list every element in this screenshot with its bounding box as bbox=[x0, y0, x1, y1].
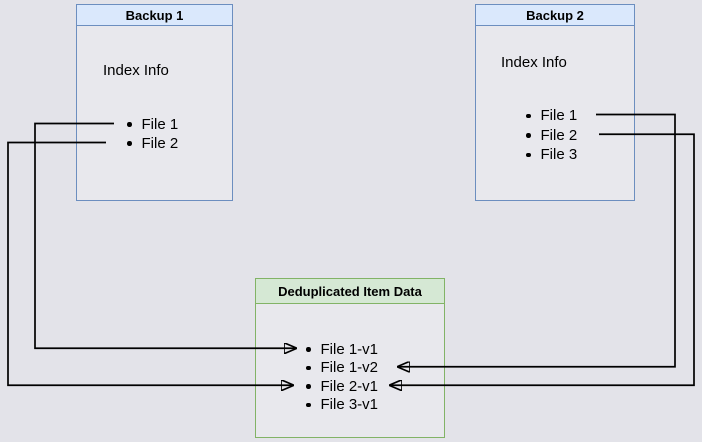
list-item: File 2 bbox=[526, 126, 577, 146]
backup2-box: Backup 2 Index Info File 1 File 2 File 3 bbox=[475, 4, 635, 201]
backup1-title: Backup 1 bbox=[77, 5, 232, 26]
backup2-title: Backup 2 bbox=[476, 5, 634, 26]
list-item-label: File 1 bbox=[141, 116, 179, 133]
bullet-icon bbox=[127, 122, 132, 127]
backup1-box: Backup 1 Index Info File 1 File 2 bbox=[76, 4, 233, 201]
list-item-label: File 2-v1 bbox=[320, 377, 379, 395]
backup2-index-info-label: Index Info bbox=[501, 54, 567, 71]
bullet-icon bbox=[306, 402, 311, 407]
list-item-label: File 2 bbox=[141, 135, 179, 152]
bullet-icon bbox=[526, 133, 531, 138]
list-item-label: File 3 bbox=[540, 146, 578, 164]
dedup-title: Deduplicated Item Data bbox=[256, 279, 444, 304]
list-item-label: File 2 bbox=[540, 126, 578, 144]
list-item: File 1-v1 bbox=[306, 340, 378, 359]
list-item: File 1-v2 bbox=[306, 359, 378, 378]
list-item-label: File 1-v2 bbox=[320, 359, 379, 377]
list-item: File 3-v1 bbox=[306, 396, 378, 415]
list-item: File 2 bbox=[127, 134, 178, 153]
bullet-icon bbox=[526, 113, 531, 118]
list-item-label: File 1 bbox=[540, 107, 578, 125]
dedup-file-list: File 1-v1 File 1-v2 File 2-v1 File 3-v1 bbox=[306, 340, 378, 414]
backup1-index-info-label: Index Info bbox=[103, 62, 169, 79]
backup1-file-list: File 1 File 2 bbox=[127, 115, 178, 153]
backup2-file-list: File 1 File 2 File 3 bbox=[526, 106, 577, 165]
bullet-icon bbox=[306, 347, 311, 352]
list-item-label: File 3-v1 bbox=[320, 396, 379, 414]
list-item-label: File 1-v1 bbox=[320, 340, 379, 358]
list-item: File 3 bbox=[526, 145, 577, 165]
bullet-icon bbox=[306, 384, 311, 389]
bullet-icon bbox=[526, 152, 531, 157]
bullet-icon bbox=[306, 365, 311, 370]
list-item: File 2-v1 bbox=[306, 377, 378, 396]
list-item: File 1 bbox=[127, 115, 178, 134]
bullet-icon bbox=[127, 141, 132, 146]
list-item: File 1 bbox=[526, 106, 577, 126]
deduplicated-item-data-box: Deduplicated Item Data File 1-v1 File 1-… bbox=[255, 278, 445, 438]
